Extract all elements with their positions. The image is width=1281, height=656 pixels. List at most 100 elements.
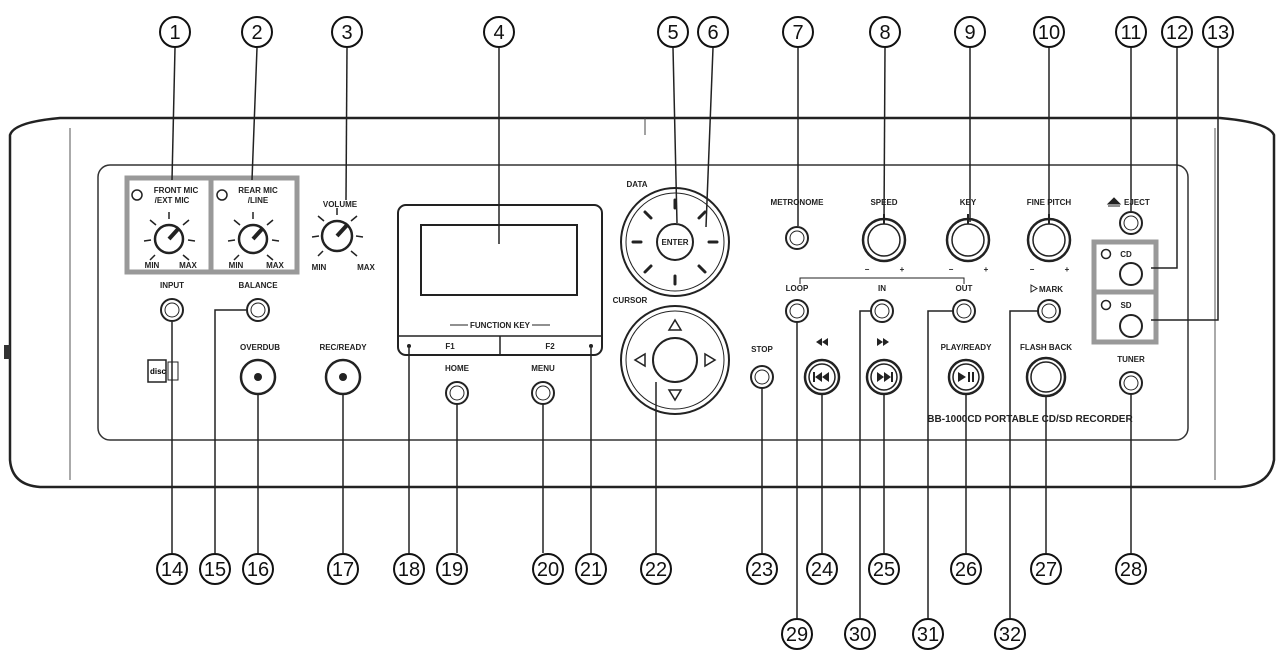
cursor-left-icon[interactable] [633, 352, 646, 368]
svg-text:10: 10 [1038, 22, 1060, 44]
function-key-label: FUNCTION KEY [470, 321, 531, 330]
enter-button[interactable] [656, 223, 694, 261]
callout-4: 4 [483, 16, 515, 48]
balance-button[interactable]: BALANCE [238, 281, 278, 322]
callout-29: 29 [781, 618, 813, 650]
key-minus: − [949, 265, 954, 274]
out-label: OUT [956, 284, 973, 293]
model-name: BB-1000CD PORTABLE CD/SD RECORDER [927, 414, 1133, 425]
skip-back-icon [813, 372, 829, 382]
svg-text:8: 8 [879, 22, 890, 44]
callout-18: 18 [393, 553, 425, 585]
svg-text:12: 12 [1166, 22, 1188, 44]
svg-text:2: 2 [251, 22, 262, 44]
play-ready-label: PLAY/READY [941, 343, 992, 352]
svg-text:16: 16 [247, 559, 269, 581]
out-button[interactable]: OUT [952, 284, 976, 323]
svg-text:21: 21 [580, 559, 602, 581]
rear-mic-max-label: MAX [266, 261, 284, 270]
cd-button[interactable]: CD [1100, 248, 1143, 286]
key-label: KEY [960, 198, 977, 207]
cursor-right-icon[interactable] [704, 352, 717, 368]
volume-knob[interactable]: VOLUME MIN MAX [312, 200, 376, 272]
speed-plus: + [900, 265, 905, 274]
rear-mic-label: REAR MIC [238, 186, 278, 195]
mark-label: MARK [1039, 285, 1063, 294]
key-plus: + [984, 265, 989, 274]
callout-21: 21 [575, 553, 607, 585]
svg-text:1: 1 [169, 22, 180, 44]
in-button[interactable]: IN [870, 284, 894, 323]
cursor-center-button[interactable] [652, 337, 698, 383]
menu-button[interactable]: MENU [531, 364, 555, 405]
cursor-down-icon[interactable] [667, 389, 683, 402]
callout-30: 30 [844, 618, 876, 650]
callout-24: 24 [806, 553, 838, 585]
svg-text:19: 19 [441, 559, 463, 581]
svg-text:13: 13 [1207, 22, 1229, 44]
svg-text:31: 31 [917, 624, 939, 646]
callout-8: 8 [869, 16, 901, 48]
callout-28: 28 [1115, 553, 1147, 585]
tuner-label: TUNER [1117, 355, 1145, 364]
in-label: IN [878, 284, 886, 293]
rec-ready-label: REC/READY [319, 343, 367, 352]
callout-20: 20 [532, 553, 564, 585]
callout-16: 16 [242, 553, 274, 585]
callout-2: 2 [241, 16, 273, 48]
overdub-label: OVERDUB [240, 343, 280, 352]
svg-text:5: 5 [667, 22, 678, 44]
svg-text:15: 15 [204, 559, 226, 581]
svg-text:22: 22 [645, 559, 667, 581]
callout-6: 6 [697, 16, 729, 48]
callout-15: 15 [199, 553, 231, 585]
logo-text: disc [150, 367, 167, 376]
loop-button[interactable]: LOOP [785, 284, 809, 323]
front-mic-min-label: MIN [145, 261, 160, 270]
eject-button[interactable]: EJECT [1106, 197, 1150, 235]
svg-text:3: 3 [341, 22, 352, 44]
volume-min-label: MIN [312, 263, 327, 272]
callout-26: 26 [950, 553, 982, 585]
loop-label: LOOP [786, 284, 809, 293]
rear-mic-knob[interactable]: REAR MIC /LINE MIN MAX [216, 186, 285, 270]
cursor-up-icon[interactable] [667, 318, 683, 331]
svg-text:23: 23 [751, 559, 773, 581]
rewind-icon [816, 338, 828, 346]
cursor-pad[interactable]: CURSOR [613, 296, 730, 415]
f1-label: F1 [445, 342, 455, 351]
front-mic-max-label: MAX [179, 261, 197, 270]
f1-button[interactable] [407, 344, 411, 348]
flash-back-button[interactable]: FLASH BACK [1020, 343, 1072, 398]
callout-31: 31 [912, 618, 944, 650]
callout-22: 22 [640, 553, 672, 585]
sd-button[interactable]: SD [1100, 299, 1143, 338]
callout-14: 14 [156, 553, 188, 585]
data-wheel[interactable]: DATA ENTER [620, 180, 730, 297]
svg-text:29: 29 [786, 624, 808, 646]
input-button[interactable]: INPUT [160, 281, 184, 322]
svg-text:20: 20 [537, 559, 559, 581]
callout-10: 10 [1033, 16, 1065, 48]
overdub-button[interactable]: OVERDUB [239, 343, 280, 396]
display-unit: FUNCTION KEY F1 F2 [397, 204, 603, 356]
f2-button[interactable] [589, 344, 593, 348]
key-knob[interactable]: KEY − + [945, 198, 991, 274]
leader-lines [171, 47, 1219, 618]
skip-forward-icon [877, 372, 893, 382]
callout-23: 23 [746, 553, 778, 585]
front-mic-label: FRONT MIC [154, 186, 199, 195]
balance-label: BALANCE [238, 281, 278, 290]
enter-label: ENTER [661, 238, 688, 247]
f2-label: F2 [545, 342, 555, 351]
callout-5: 5 [657, 16, 689, 48]
mark-icon [1030, 284, 1038, 293]
line-label: /LINE [248, 196, 269, 205]
callout-27: 27 [1030, 553, 1062, 585]
cursor-label: CURSOR [613, 296, 648, 305]
callout-3: 3 [331, 16, 363, 48]
front-mic-knob[interactable]: FRONT MIC /EXT MIC MIN MAX [131, 186, 199, 270]
sd-label: SD [1120, 301, 1131, 310]
cd-label: CD [1120, 250, 1132, 259]
